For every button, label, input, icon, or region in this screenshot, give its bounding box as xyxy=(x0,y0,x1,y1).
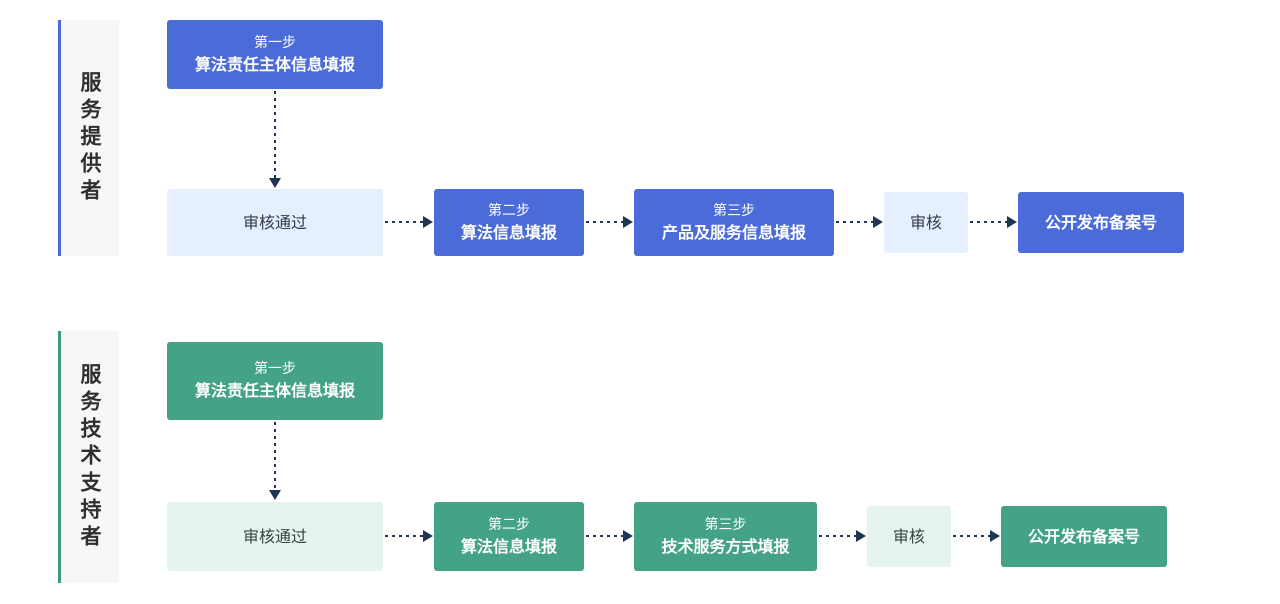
arrowhead xyxy=(269,490,281,500)
step-title: 算法责任主体信息填报 xyxy=(194,381,355,400)
step-number: 第二步 xyxy=(488,202,530,219)
tech-publish-box: 公开发布备案号 xyxy=(1001,506,1167,567)
arrowhead xyxy=(856,530,866,542)
step-number: 第二步 xyxy=(488,516,530,533)
step-title: 产品及服务信息填报 xyxy=(661,222,806,242)
provider-step3-box: 第三步 产品及服务信息填报 xyxy=(634,189,834,256)
section-label-tech-support: 服务技术支持者 xyxy=(58,331,119,583)
provider-step2-box: 第二步 算法信息填报 xyxy=(434,189,584,256)
section-label-text: 服务提供者 xyxy=(78,70,102,206)
tech-step3-box: 第三步 技术服务方式填报 xyxy=(634,502,817,571)
tech-review-pass-box: 审核通过 xyxy=(167,502,383,571)
arrowhead xyxy=(423,216,433,228)
review-pass-text: 审核通过 xyxy=(242,212,307,232)
review-text: 审核 xyxy=(909,212,942,232)
tech-step2-box: 第二步 算法信息填报 xyxy=(434,502,584,571)
tech-review-box: 审核 xyxy=(867,506,951,567)
step-title: 技术服务方式填报 xyxy=(661,536,790,556)
step-number: 第一步 xyxy=(254,361,296,377)
tech-step1-box: 第一步 算法责任主体信息填报 xyxy=(167,342,383,420)
section-label-text: 服务技术支持者 xyxy=(78,362,102,552)
arrowhead xyxy=(623,216,633,228)
section-label-provider: 服务提供者 xyxy=(58,20,119,256)
provider-step1-box: 第一步 算法责任主体信息填报 xyxy=(167,20,383,89)
step-title: 算法信息填报 xyxy=(460,536,557,556)
provider-review-box: 审核 xyxy=(884,192,968,253)
step-title: 算法责任主体信息填报 xyxy=(194,54,355,74)
arrowhead xyxy=(269,178,281,188)
arrowhead xyxy=(990,530,1000,542)
arrowhead xyxy=(423,530,433,542)
step-number: 第三步 xyxy=(704,516,747,533)
publish-text: 公开发布备案号 xyxy=(1044,212,1157,232)
review-text: 审核 xyxy=(892,526,925,546)
step-number: 第三步 xyxy=(713,202,755,219)
arrowhead xyxy=(1007,216,1017,228)
arrowhead xyxy=(623,530,633,542)
publish-text: 公开发布备案号 xyxy=(1027,526,1140,546)
step-number: 第一步 xyxy=(254,34,296,51)
provider-review-pass-box: 审核通过 xyxy=(167,189,383,256)
step-title: 算法信息填报 xyxy=(460,222,557,242)
provider-publish-box: 公开发布备案号 xyxy=(1018,192,1184,253)
arrowhead xyxy=(873,216,883,228)
review-pass-text: 审核通过 xyxy=(242,526,307,546)
